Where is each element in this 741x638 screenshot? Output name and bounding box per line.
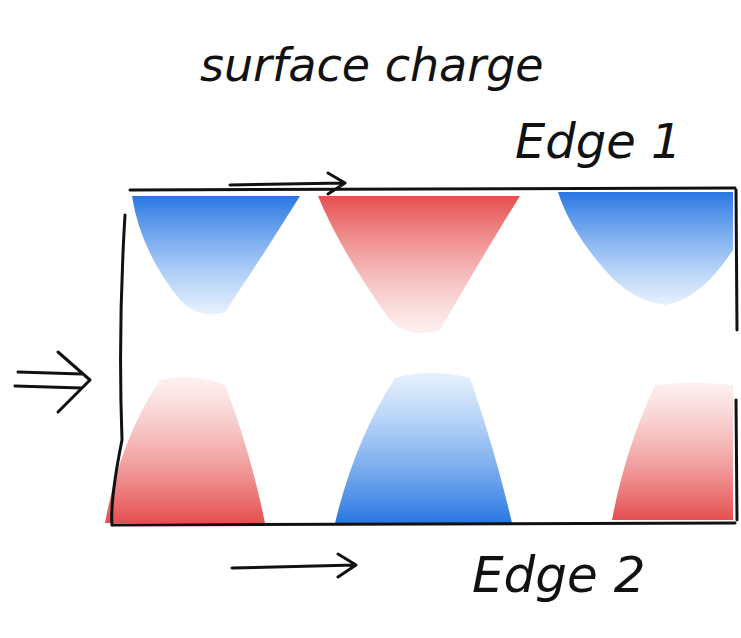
side-line xyxy=(736,400,737,520)
negative-charge-region xyxy=(132,196,300,314)
edge-label: Edge 2 xyxy=(472,548,646,603)
edge-line xyxy=(130,188,735,190)
positive-charge-region xyxy=(318,196,520,333)
positive-charge-region xyxy=(105,377,265,523)
side-line xyxy=(736,190,737,330)
positive-charge-region xyxy=(612,383,733,521)
direction-arrow xyxy=(230,173,345,194)
annotation-label: surface charge xyxy=(200,40,544,91)
incident-arrow xyxy=(15,352,90,412)
side-line xyxy=(112,215,125,525)
direction-arrow xyxy=(232,554,356,577)
negative-charge-region xyxy=(558,192,733,305)
negative-charge-region xyxy=(335,373,512,523)
edge-line xyxy=(112,523,735,525)
edge-label: Edge 1 xyxy=(515,115,682,168)
